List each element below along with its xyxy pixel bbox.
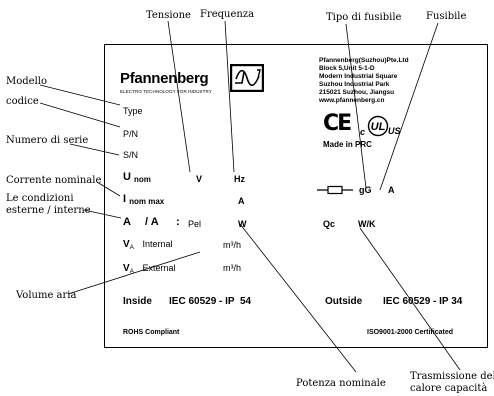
va-int-sub: A [129, 244, 135, 251]
va-external-label: VA External [123, 264, 176, 276]
leader-tensione [167, 20, 191, 173]
fuse-amp-unit: A [388, 185, 395, 195]
made-in: Made in PRC [323, 140, 372, 149]
svg-text:UL: UL [371, 121, 386, 133]
callout-modello: Modello [6, 76, 47, 87]
i-nom-max-sub: nom max [129, 197, 165, 206]
i-nom-max-label: I nom max [123, 194, 164, 206]
callout-codice: codice [6, 96, 39, 107]
inside-label: Inside [123, 296, 152, 307]
outside-label: Outside [325, 296, 363, 307]
address-line-6: www.pfannenberg.cn [319, 97, 385, 104]
ul-listed-icon: UL [367, 115, 389, 137]
fuse-symbol-icon [317, 185, 353, 195]
callout-condizioni-1: Le condizioni [6, 193, 74, 204]
current-unit: A [238, 196, 245, 206]
inside-ip-rating: IEC 60529 - IP 54 [169, 296, 252, 307]
colon-sep: : [176, 216, 180, 228]
callout-volume-aria: Volume aria [16, 290, 77, 301]
ul-us-mark: US [388, 126, 401, 136]
rohs-compliance: ROHS Compliant [123, 329, 180, 336]
leader-tipo-fusibile [345, 23, 367, 189]
callout-potenza-nominale: Potenza nominale [296, 378, 386, 389]
ce-mark: CE [323, 111, 352, 136]
m3h-internal: m³/h [223, 240, 241, 250]
address-line-1: Pfannenberg(Suzhou)Pte.Ltd [319, 57, 409, 64]
leader-corrente [96, 181, 121, 197]
leader-condizioni [83, 209, 122, 219]
fuse-type-value: gG [359, 185, 372, 195]
int-a-label: / A [145, 216, 159, 228]
rating-plate: Pfannenberg ELECTRO TECHNOLOGY FOR INDUS… [104, 44, 488, 348]
va-int-symbol: V [123, 239, 130, 250]
brand-logo: Pfannenberg [120, 70, 209, 87]
external-text: External [142, 263, 176, 273]
address-line-5: 215021 Suzhou, Jiangsu [319, 89, 395, 96]
u-nom-sub: nom [134, 175, 151, 184]
callout-tensione: Tensione [146, 10, 191, 21]
leader-trasmissione [359, 227, 461, 371]
leader-codice [39, 102, 121, 128]
leader-frequenza [224, 20, 235, 173]
u-nom-label: U nom [123, 172, 151, 184]
warning-sine-icon [230, 64, 264, 92]
u-symbol: U [123, 171, 131, 183]
va-internal-label: VA Internal [123, 240, 173, 252]
hz-unit: Hz [234, 174, 245, 184]
i-symbol: I [123, 193, 127, 205]
internal-text: Internal [142, 239, 173, 249]
callout-fusibile: Fusibile [426, 11, 467, 22]
va-ext-symbol: V [123, 263, 130, 274]
callout-numero-serie: Numero di serie [6, 135, 89, 146]
outside-ip-rating: IEC 60529 - IP 34 [383, 296, 463, 307]
w-unit: W [238, 219, 247, 229]
address-line-3: Modern Industrial Square [319, 73, 398, 80]
sn-label: S/N [123, 150, 139, 160]
type-label: Type [123, 106, 143, 116]
pn-label: P/N [123, 129, 139, 139]
iso-certification: ISO9001-2000 Certificated [367, 329, 453, 336]
wk-unit: W/K [358, 219, 376, 229]
ext-a-label: A [123, 216, 131, 228]
address-line-2: Block 5,Unit 5-1-D [319, 65, 375, 72]
qc-label: Qc [323, 219, 336, 229]
callout-trasmissione-2: calore capacità [410, 383, 488, 394]
callout-tipo-fusibile: Tipo di fusibile [326, 12, 402, 23]
leader-modello [39, 84, 121, 106]
brand-tagline: ELECTRO TECHNOLOGY FOR INDUSTRY [120, 89, 212, 94]
m3h-external: m³/h [223, 263, 241, 273]
callout-trasmissione-1: Trasmissione del [410, 371, 494, 382]
callout-condizioni-2: esterne / interne [6, 205, 91, 216]
v-unit: V [196, 174, 203, 184]
va-ext-sub: A [129, 268, 135, 275]
ul-c-mark: c [360, 127, 366, 137]
pel-label: Pel [188, 219, 202, 229]
address-line-4: Suzhou Industrial Park [319, 81, 390, 88]
callout-corrente-nominale: Corrente nominale [6, 175, 102, 186]
leader-fusibile [379, 22, 439, 191]
callout-frequenza: Frequenza [200, 9, 255, 20]
leader-numero-serie [69, 143, 120, 156]
leader-volume-aria [67, 251, 201, 295]
